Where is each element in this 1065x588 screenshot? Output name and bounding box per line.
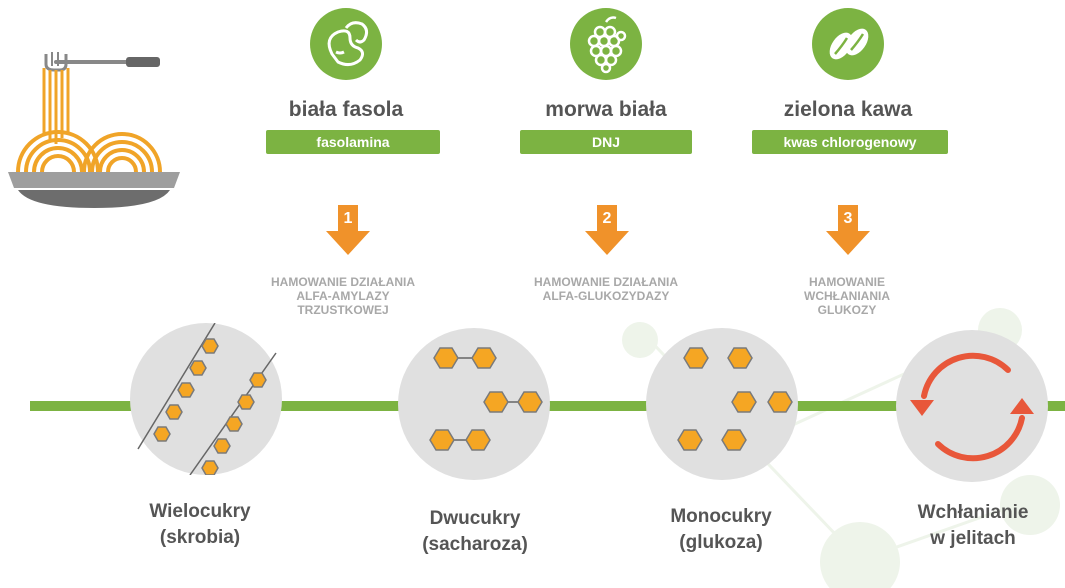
stage-circle-monosaccharides: [646, 328, 798, 480]
stage-label-polysaccharides: Wielocukry (skrobia): [100, 499, 300, 551]
pasta-bowl-icon: [8, 52, 180, 208]
step-line: ALFA-GLUKOZYDAZY: [542, 289, 670, 303]
stage-label-line1: Monocukry: [670, 506, 772, 527]
disaccharide-icon: [429, 347, 543, 451]
down-arrow-icon: [326, 205, 370, 255]
step-description-1: HAMOWANIE DZIAŁANIA ALFA-AMYLAZY TRZUSTK…: [238, 275, 448, 317]
mulberry-icon: [570, 8, 642, 80]
step-arrow-1: 1: [326, 205, 370, 255]
step-description-3: HAMOWANIE WCHŁANIANIA GLUKOZY: [742, 275, 952, 317]
stage-label-line1: Wielocukry: [149, 501, 251, 522]
compound-badge: kwas chlorogenowy: [752, 130, 948, 154]
step-number: 1: [343, 210, 353, 227]
step-number: 3: [843, 210, 853, 227]
stage-label-line1: Dwucukry: [429, 508, 521, 529]
compound-badge: fasolamina: [266, 130, 440, 154]
step-line: WCHŁANIANIA: [804, 289, 890, 303]
stage-circle-absorption: [896, 330, 1048, 482]
step-line: TRZUSTKOWEJ: [297, 303, 389, 317]
step-line: HAMOWANIE DZIAŁANIA: [534, 275, 678, 289]
stage-circle-disaccharides: [398, 328, 550, 480]
coffee-bean-icon: [812, 8, 884, 80]
down-arrow-icon: [585, 205, 629, 255]
step-arrow-3: 3: [826, 205, 870, 255]
down-arrow-icon: [826, 205, 870, 255]
stage-label-monosaccharides: Monocukry (glukoza): [621, 504, 821, 556]
cycle-arrows-icon: [910, 352, 1034, 462]
stage-label-line1: Wchłanianie: [917, 502, 1029, 523]
polysaccharide-chain-icon: [137, 323, 277, 475]
stage-label-line2: (glukoza): [679, 532, 763, 553]
step-arrow-2: 2: [585, 205, 629, 255]
step-line: ALFA-AMYLAZY: [296, 289, 390, 303]
bean-icon: [310, 8, 382, 80]
step-number: 2: [602, 210, 612, 227]
stage-label-absorption: Wchłanianie w jelitach: [873, 500, 1065, 552]
monosaccharide-icon: [677, 347, 793, 451]
stage-label-line2: (sacharoza): [422, 534, 528, 555]
compound-badge: DNJ: [520, 130, 692, 154]
stage-label-disaccharides: Dwucukry (sacharoza): [375, 506, 575, 558]
step-line: HAMOWANIE: [809, 275, 885, 289]
stage-label-line2: (skrobia): [159, 527, 241, 548]
step-line: GLUKOZY: [817, 303, 877, 317]
plant-name: morwa biała: [545, 98, 667, 121]
plant-name: biała fasola: [288, 98, 404, 121]
step-description-2: HAMOWANIE DZIAŁANIA ALFA-GLUKOZYDAZY: [501, 275, 711, 303]
stage-label-line2: w jelitach: [930, 528, 1016, 549]
step-line: HAMOWANIE DZIAŁANIA: [271, 275, 415, 289]
stage-circle-polysaccharides: [130, 323, 282, 475]
plant-name: zielona kawa: [783, 98, 913, 121]
